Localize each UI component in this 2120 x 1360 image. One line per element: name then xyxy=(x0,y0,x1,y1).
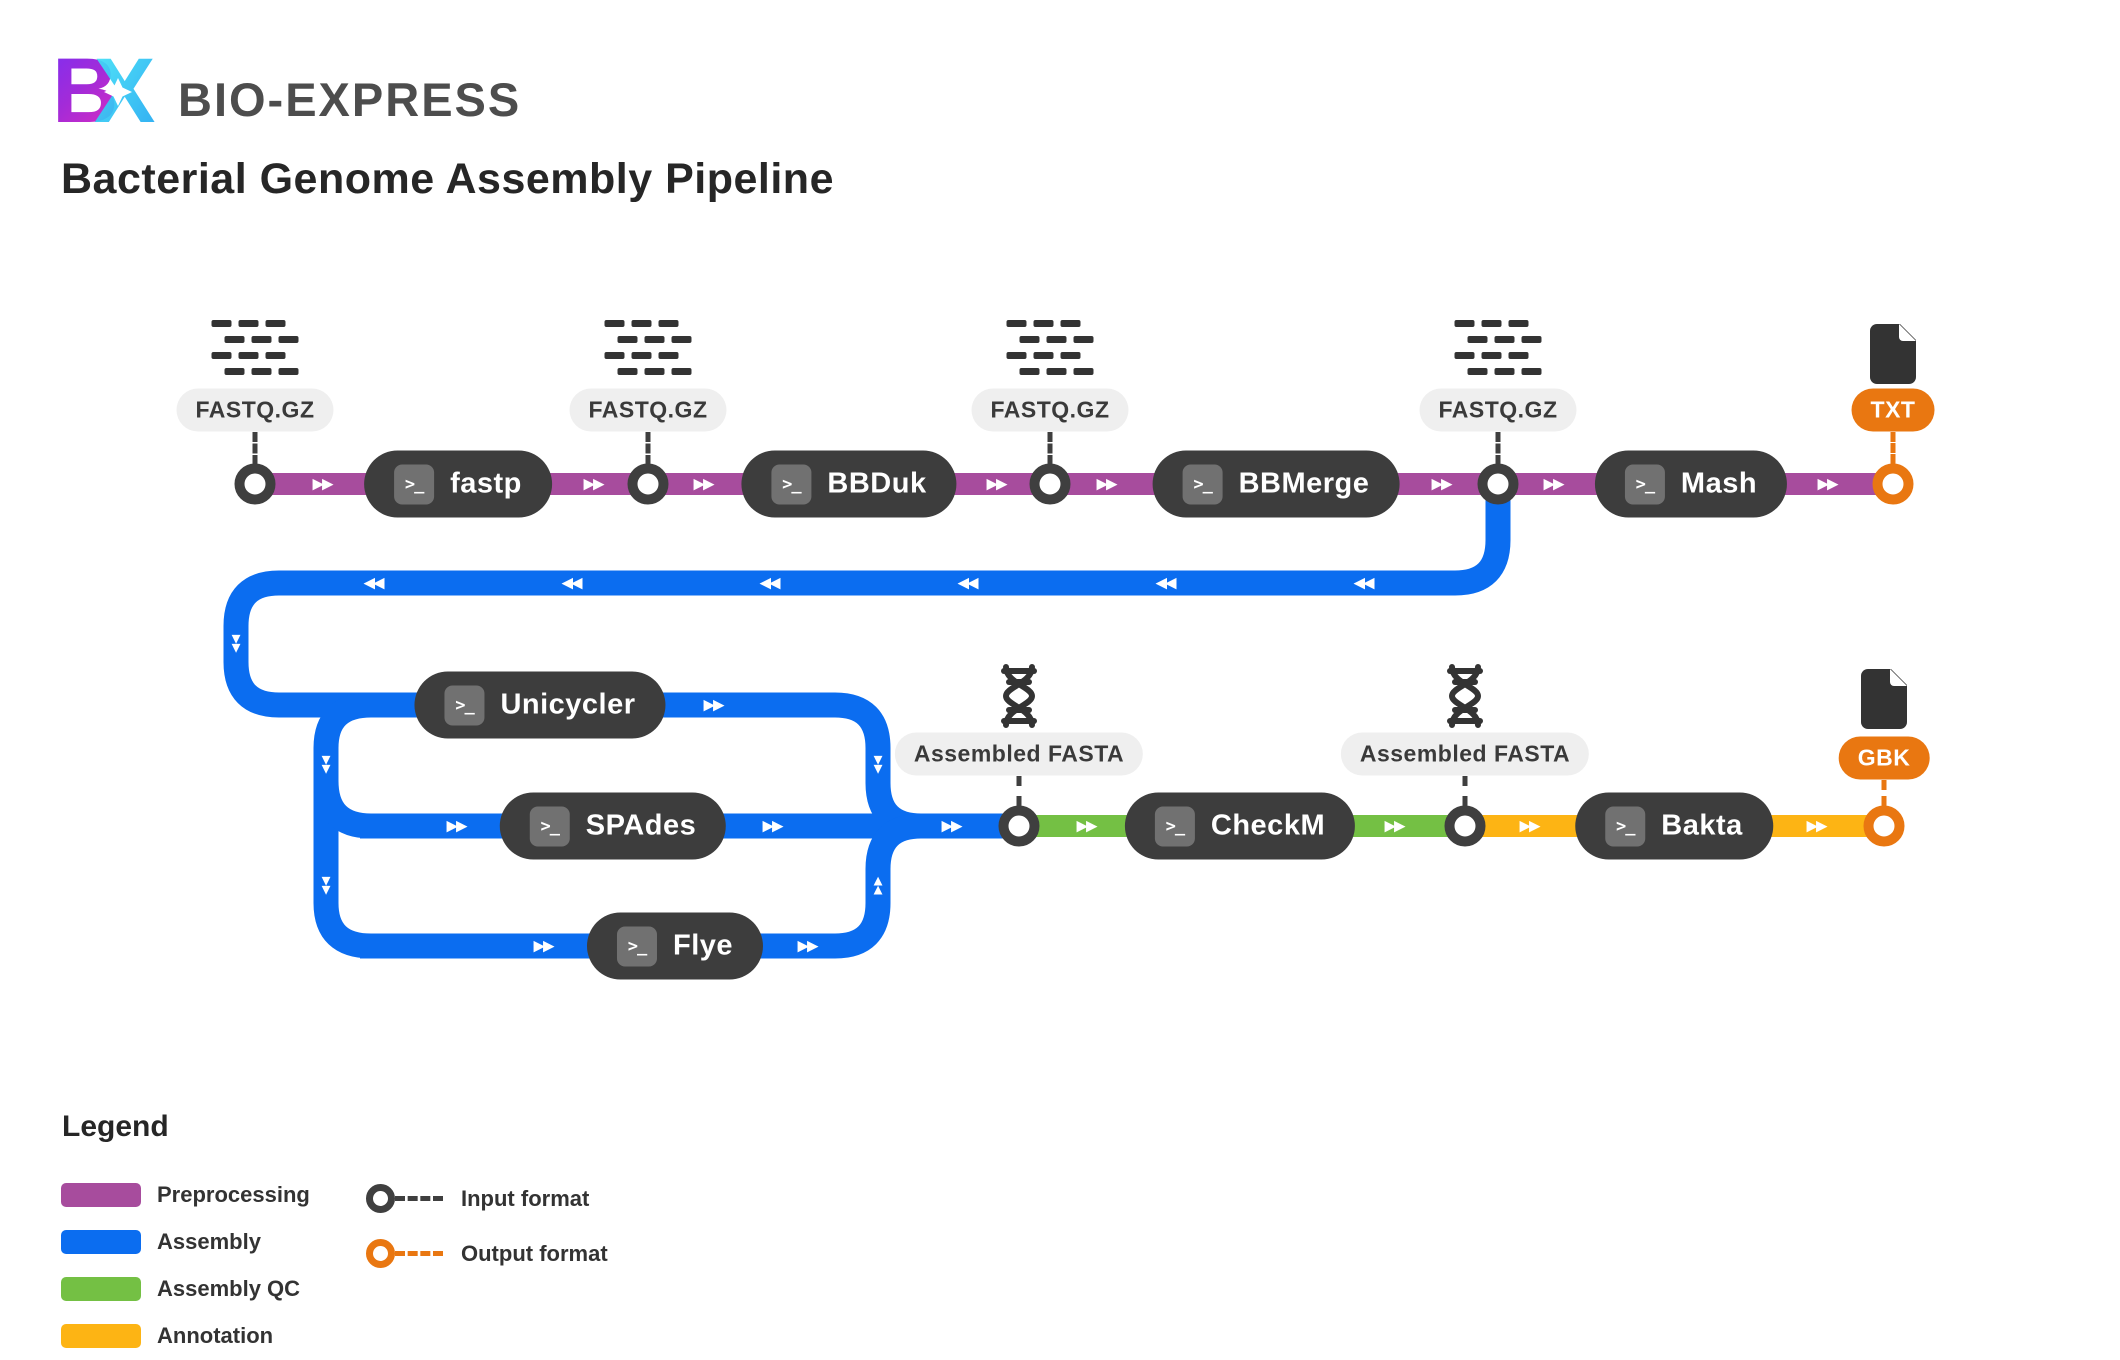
sequencing-reads-icon xyxy=(604,320,692,375)
input-connector xyxy=(1495,432,1501,465)
file-gbk-icon xyxy=(1861,669,1907,729)
output-connector xyxy=(1881,780,1887,806)
legend-label: Preprocessing xyxy=(157,1182,310,1207)
input-connector xyxy=(1047,432,1053,465)
pipeline-node-bakta[interactable]: >_ Bakta xyxy=(1575,792,1773,860)
output-port-txt xyxy=(1872,463,1914,505)
io-label-assembled-fasta-2: Assembled FASTA xyxy=(1340,732,1590,776)
pipeline-node-spades[interactable]: >_ SPAdes xyxy=(499,792,727,860)
legend-label: Annotation xyxy=(157,1323,274,1348)
input-port-fasta-1 xyxy=(998,805,1040,847)
io-label-fastq-2: FASTQ.GZ xyxy=(569,388,727,432)
legend-swatch-assembly xyxy=(61,1230,141,1254)
legend-item-input-format: Input format xyxy=(366,1184,589,1213)
tool-label: SPAdes xyxy=(585,809,697,842)
terminal-icon: >_ xyxy=(616,926,657,966)
tool-label: Unicycler xyxy=(500,688,636,721)
pipeline-node-fastp[interactable]: >_ fastp xyxy=(364,450,552,518)
io-label-assembled-fasta-1: Assembled FASTA xyxy=(894,732,1144,776)
tool-label: BBDuk xyxy=(827,467,927,500)
tool-label: Bakta xyxy=(1661,809,1743,842)
output-dash-sample xyxy=(395,1251,443,1256)
legend-label: Output format xyxy=(461,1240,608,1266)
output-port-marker-icon xyxy=(366,1239,395,1268)
io-label-fastq-3: FASTQ.GZ xyxy=(971,388,1129,432)
io-label-txt: TXT xyxy=(1851,388,1935,432)
assembly-line-main xyxy=(223,484,1511,839)
sequencing-reads-icon xyxy=(1006,320,1094,375)
tool-label: Mash xyxy=(1680,467,1758,500)
input-connector xyxy=(1016,776,1022,806)
tool-label: BBMerge xyxy=(1238,467,1370,500)
input-port-fastq-4 xyxy=(1477,463,1519,505)
input-connector xyxy=(645,432,651,465)
dna-helix-icon xyxy=(1447,664,1483,728)
legend-item-output-format: Output format xyxy=(366,1239,608,1268)
io-label-gbk: GBK xyxy=(1838,736,1930,780)
pipeline-node-flye[interactable]: >_ Flye xyxy=(586,912,764,980)
input-port-fastq-2 xyxy=(627,463,669,505)
legend-swatch-annotation xyxy=(61,1324,141,1348)
logo-sparkle-icon xyxy=(104,78,132,106)
legend-item-assembly: Assembly xyxy=(61,1229,261,1255)
terminal-icon: >_ xyxy=(771,464,812,504)
bio-express-logo: B X xyxy=(56,48,155,132)
terminal-icon: >_ xyxy=(529,806,570,846)
pipeline-node-mash[interactable]: >_ Mash xyxy=(1594,450,1788,518)
input-port-marker-icon xyxy=(366,1184,395,1213)
legend-swatch-preprocessing xyxy=(61,1183,141,1207)
tool-label: fastp xyxy=(450,467,522,500)
file-txt-icon xyxy=(1870,324,1916,384)
legend-label: Input format xyxy=(461,1185,590,1211)
pipeline-node-bbduk[interactable]: >_ BBDuk xyxy=(741,450,957,518)
legend-item-assembly-qc: Assembly QC xyxy=(61,1276,300,1302)
page-title: Bacterial Genome Assembly Pipeline xyxy=(61,155,834,203)
legend-item-preprocessing: Preprocessing xyxy=(61,1182,310,1208)
output-port-gbk xyxy=(1863,805,1905,847)
tool-label: CheckM xyxy=(1210,809,1326,842)
input-port-fasta-2 xyxy=(1444,805,1486,847)
io-label-fastq-1: FASTQ.GZ xyxy=(176,388,334,432)
assembly-line-flye-row xyxy=(360,813,922,959)
legend-label: Assembly xyxy=(157,1229,261,1254)
input-dash-sample xyxy=(395,1196,443,1201)
dna-helix-icon xyxy=(1001,664,1037,728)
pipeline-node-checkm[interactable]: >_ CheckM xyxy=(1124,792,1356,860)
terminal-icon: >_ xyxy=(394,464,435,504)
legend-item-annotation: Annotation xyxy=(61,1323,273,1349)
sequencing-reads-icon xyxy=(1454,320,1542,375)
terminal-icon: >_ xyxy=(1182,464,1223,504)
terminal-icon: >_ xyxy=(1154,806,1195,846)
pipeline-node-unicycler[interactable]: >_ Unicycler xyxy=(414,671,666,739)
pipeline-node-bbmerge[interactable]: >_ BBMerge xyxy=(1152,450,1400,518)
legend-label: Assembly QC xyxy=(157,1276,301,1301)
io-label-fastq-4: FASTQ.GZ xyxy=(1419,388,1577,432)
terminal-icon: >_ xyxy=(1605,806,1646,846)
brand-wordmark: BIO-EXPRESS xyxy=(178,73,522,126)
input-connector xyxy=(252,432,258,465)
tool-label: Flye xyxy=(672,929,734,962)
input-port-fastq-3 xyxy=(1029,463,1071,505)
legend-swatch-assembly-qc xyxy=(61,1277,141,1301)
sequencing-reads-icon xyxy=(211,320,299,375)
input-port-fastq-1 xyxy=(234,463,276,505)
terminal-icon: >_ xyxy=(1624,464,1665,504)
terminal-icon: >_ xyxy=(444,685,485,725)
logo-letter-b: B xyxy=(56,48,118,132)
output-connector xyxy=(1890,432,1896,464)
input-connector xyxy=(1462,776,1468,806)
assembly-line-branch-left xyxy=(313,692,372,959)
legend-title: Legend xyxy=(62,1110,169,1143)
